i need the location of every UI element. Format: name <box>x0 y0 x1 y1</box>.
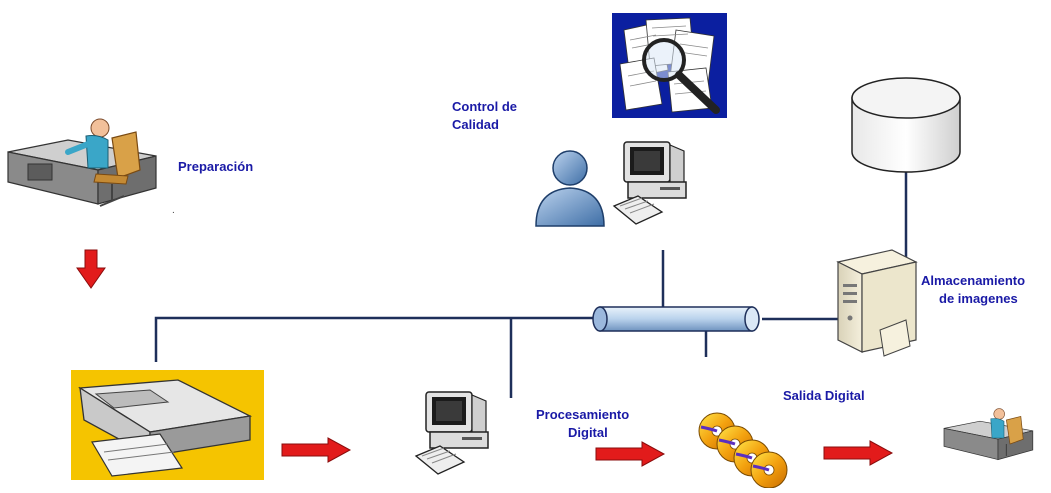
label-procesamiento-digital: Procesamiento Digital <box>536 406 629 442</box>
server-icon <box>836 249 918 357</box>
label-preparacion-text: Preparación <box>178 159 254 174</box>
label-preparacion: Preparación <box>178 158 253 176</box>
network-lines <box>154 172 908 398</box>
label-procesamiento-line2: Digital <box>568 425 608 440</box>
scanner-icon <box>71 370 264 480</box>
database-icon <box>851 77 961 173</box>
user-icon <box>535 150 605 227</box>
label-control-calidad: Control de Calidad <box>452 98 517 134</box>
desk-worker-icon <box>943 408 1034 461</box>
computer-icon <box>613 141 687 225</box>
quality-inspection-icon <box>612 13 727 118</box>
label-procesamiento-line1: Procesamiento <box>536 407 630 422</box>
network-bus-icon <box>592 306 760 332</box>
stray-dot: . <box>172 205 175 216</box>
arrow-icon <box>76 249 106 289</box>
label-almacenamiento: Almacenamiento de imagenes <box>921 272 1025 308</box>
label-control-line2: Calidad <box>452 117 499 132</box>
label-almacen-line2: de imagenes <box>939 291 1018 306</box>
computer-icon <box>415 391 489 475</box>
cd-discs-icon <box>697 411 789 490</box>
label-salida-digital: Salida Digital <box>783 387 865 405</box>
arrow-icon <box>595 441 665 467</box>
label-almacen-line1: Almacenamiento <box>921 273 1026 288</box>
arrow-icon <box>823 440 893 466</box>
label-salida-text: Salida Digital <box>783 388 865 403</box>
label-control-line1: Control de <box>452 99 517 114</box>
arrow-icon <box>281 437 351 463</box>
desk-worker-icon <box>7 118 157 207</box>
